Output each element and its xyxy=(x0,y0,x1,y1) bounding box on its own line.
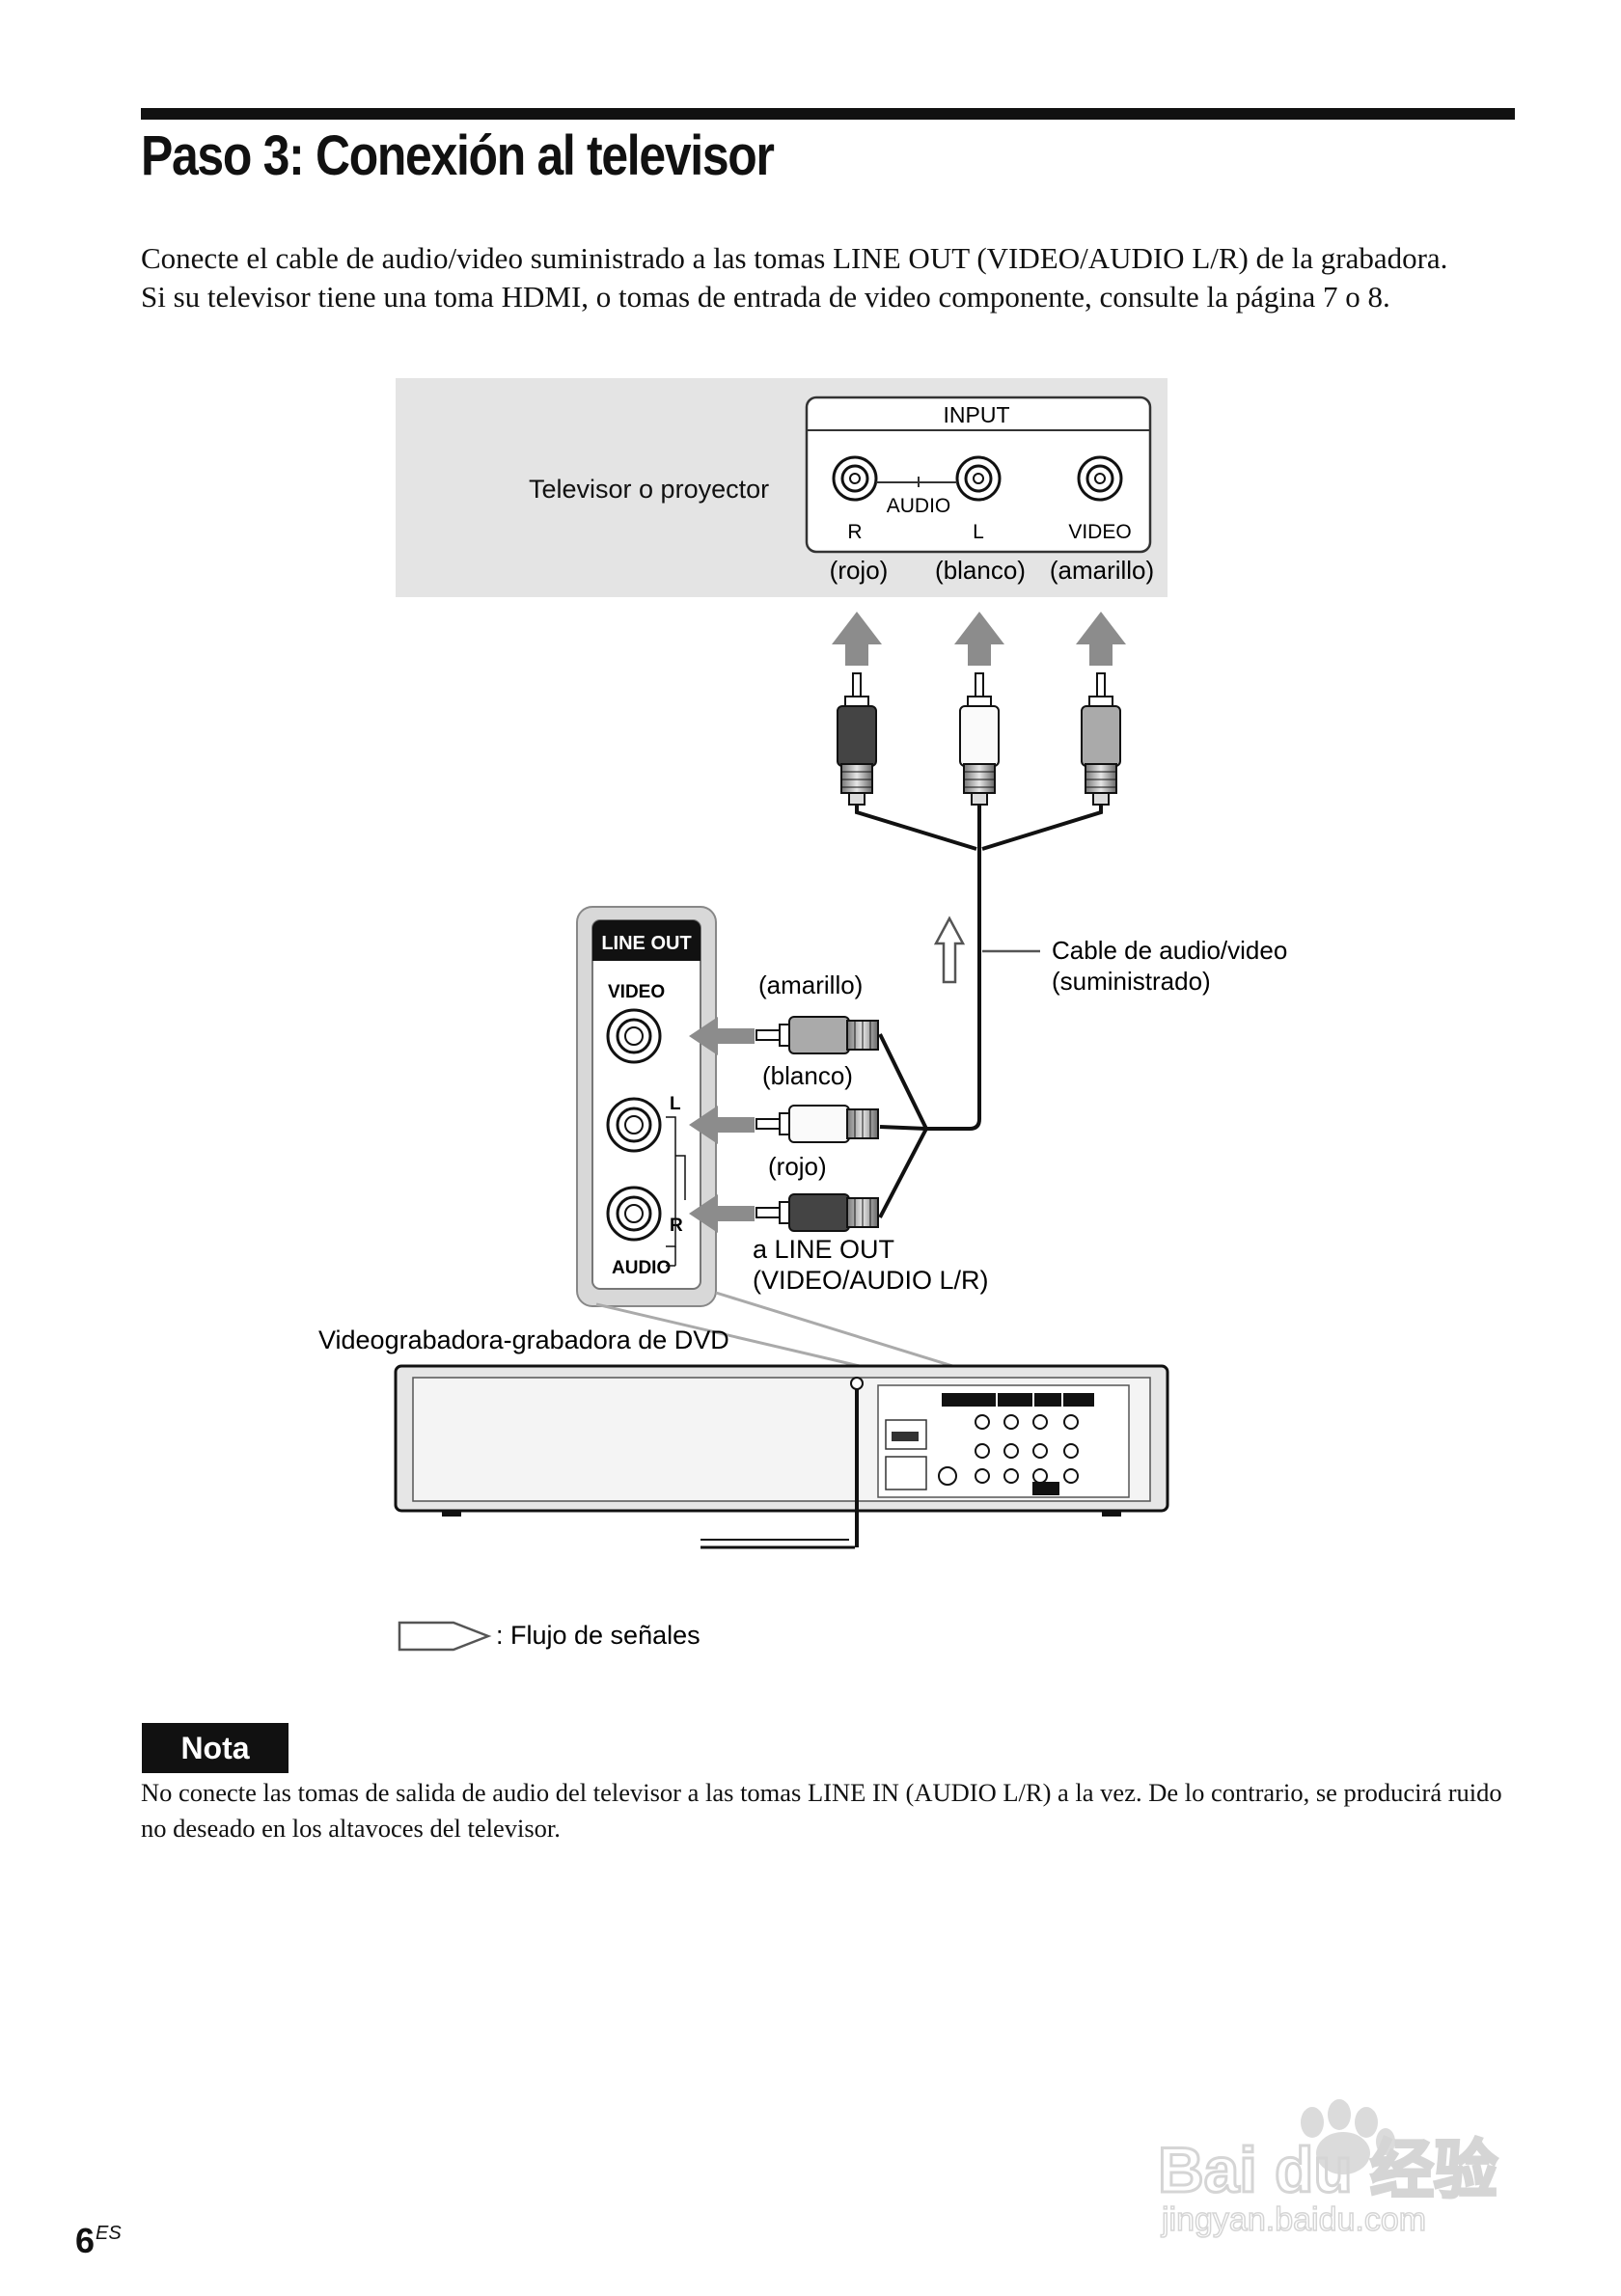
cable-label-1: Cable de audio/video xyxy=(1052,936,1287,965)
tv-color-rojo: (rojo) xyxy=(830,556,889,585)
tv-input-l-label: L xyxy=(973,521,984,543)
intro-line-2: Si su televisor tiene una toma HDMI, o t… xyxy=(141,280,1390,314)
tv-jack-video xyxy=(1077,455,1123,502)
watermark-url: jingyan.baidu.com xyxy=(1161,2201,1426,2238)
page-number: 6ES xyxy=(75,2221,122,2261)
panel-jack-video xyxy=(606,1008,662,1064)
to-line-out-label-2: (VIDEO/AUDIO L/R) xyxy=(753,1266,989,1295)
page-number-suffix: ES xyxy=(96,2223,122,2244)
plug-horizontal-white xyxy=(756,1105,879,1143)
tv-jack-l xyxy=(955,455,1002,502)
tv-jack-r xyxy=(832,455,878,502)
intro-text: Conecte el cable de audio/video suminist… xyxy=(141,239,1521,316)
plug-horizontal-yellow xyxy=(756,1016,879,1054)
page-title: Paso 3: Conexión al televisor xyxy=(141,124,775,187)
tv-label: Televisor o proyector xyxy=(529,475,769,504)
panel-line-out-title: LINE OUT xyxy=(601,933,691,954)
to-line-out-label-1: a LINE OUT xyxy=(753,1235,894,1264)
dvd-recorder xyxy=(394,1364,1169,1549)
signal-flow-arrow xyxy=(933,916,966,984)
cable-bundle xyxy=(855,805,1103,1218)
page-number-value: 6 xyxy=(75,2221,96,2260)
legend-text: : Flujo de señales xyxy=(496,1621,701,1650)
panel-video-label: VIDEO xyxy=(608,982,665,1002)
plug-vertical-red xyxy=(837,672,877,806)
note-badge: Nota xyxy=(142,1723,288,1773)
panel-jack-r xyxy=(606,1186,662,1242)
intro-line-1: Conecte el cable de audio/video suminist… xyxy=(141,241,1448,275)
tv-input-video-label: VIDEO xyxy=(1068,521,1131,543)
panel-r-label: R xyxy=(670,1216,683,1236)
tv-input-title: INPUT xyxy=(944,402,1010,427)
paw-icon xyxy=(1301,2099,1395,2174)
panel-l-label: L xyxy=(670,1094,681,1114)
tv-color-blanco: (blanco) xyxy=(935,556,1026,585)
cable-label-2: (suministrado) xyxy=(1052,967,1211,996)
tv-input-audio-label: AUDIO xyxy=(887,495,951,517)
top-rule xyxy=(141,108,1515,120)
recorder-label: Videograbadora-grabadora de DVD xyxy=(318,1326,729,1354)
plug-horizontal-red xyxy=(756,1193,879,1232)
plug-vertical-yellow xyxy=(1081,672,1121,806)
tv-color-amarillo: (amarillo) xyxy=(1050,556,1154,585)
plug-vertical-white xyxy=(959,672,1000,806)
watermark-brand: Bai du 经验 xyxy=(1158,2134,1497,2205)
note-text: No conecte las tomas de salida de audio … xyxy=(141,1778,1502,1843)
plug-label-rojo: (rojo) xyxy=(768,1152,827,1181)
baidu-watermark: Bai du 经验 jingyan.baidu.com xyxy=(1157,2099,1499,2238)
left-arrows xyxy=(689,1017,755,1233)
panel-jack-l xyxy=(606,1097,662,1153)
up-arrows xyxy=(832,612,1126,666)
plug-label-amarillo: (amarillo) xyxy=(758,970,863,999)
tv-input-r-label: R xyxy=(847,521,862,543)
plug-label-blanco: (blanco) xyxy=(762,1061,853,1090)
legend-arrow-icon xyxy=(398,1621,492,1652)
panel-audio-label: AUDIO xyxy=(612,1258,671,1278)
